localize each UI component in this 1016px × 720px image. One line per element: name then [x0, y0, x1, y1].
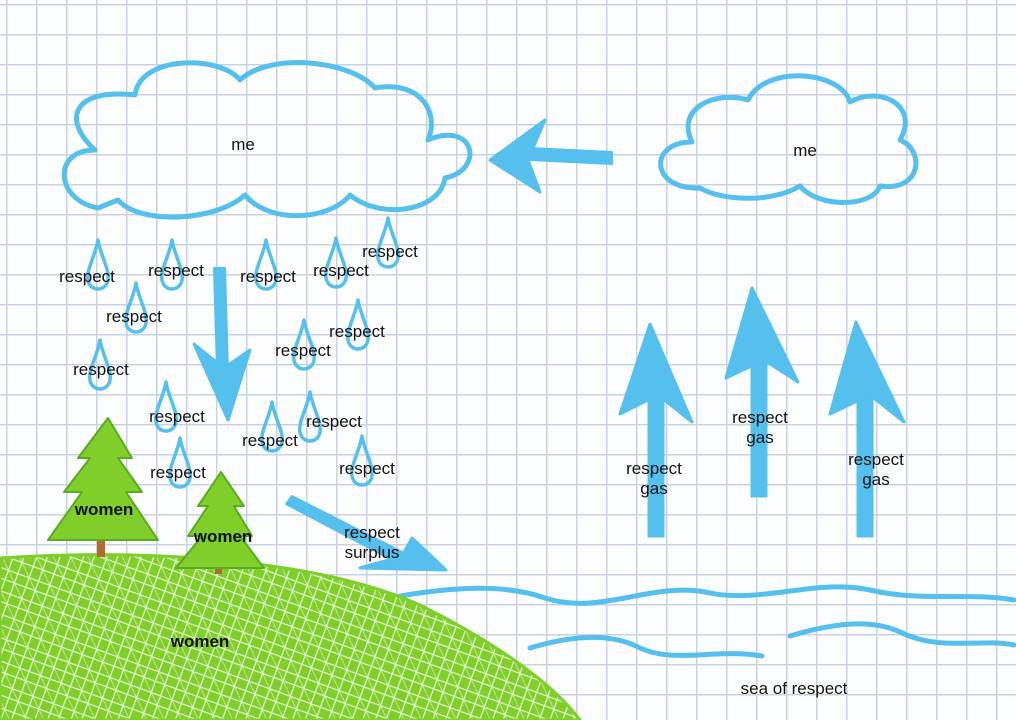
tree-right	[175, 471, 265, 574]
raindrop-icon	[350, 434, 374, 487]
raindrop-icon	[160, 238, 184, 291]
raindrop-icon	[254, 238, 278, 291]
arrow-up-gas-1	[618, 322, 694, 538]
tree-left	[47, 417, 159, 557]
raindrop-icon	[168, 436, 192, 489]
raindrop-label: respect	[275, 341, 331, 360]
gas-label: respect gas	[848, 450, 904, 490]
raindrop-label: respect	[106, 307, 162, 326]
sea-label: sea of respect	[740, 679, 848, 698]
cloud-left	[61, 60, 473, 220]
gas-label-line1: respect	[732, 408, 788, 427]
raindrop-label: respect	[242, 431, 298, 450]
raindrop-icon	[88, 338, 112, 391]
sea-waves	[375, 584, 1016, 659]
gas-label-line2: gas	[862, 470, 890, 489]
arrow-left-cloud-transfer	[488, 118, 613, 194]
gas-label-line2: gas	[746, 428, 774, 447]
raindrop-label: respect	[339, 459, 395, 478]
arrow-up-gas-3	[828, 320, 906, 538]
tree-left-label: women	[74, 500, 134, 519]
gas-label: respect gas	[732, 408, 788, 448]
raindrop-icon	[298, 390, 322, 443]
arrow-up-gas-2	[724, 286, 800, 498]
tree-right-label: women	[193, 527, 253, 546]
raindrop-icon	[376, 216, 400, 269]
surplus-label-line2: surplus	[344, 543, 400, 562]
raindrop-icon	[154, 380, 178, 433]
raindrop-icon	[346, 298, 370, 351]
grass-hill	[0, 553, 582, 720]
raindrop-label: respect	[240, 267, 296, 286]
surplus-label-line1: respect	[344, 523, 400, 542]
raindrop-label: respect	[306, 412, 362, 431]
raindrop-icon	[260, 400, 284, 453]
raindrop-icon	[86, 238, 110, 291]
raindrop-label: respect	[73, 360, 129, 379]
raindrop-label: respect	[59, 267, 115, 286]
gas-label-line2: gas	[640, 479, 668, 498]
raindrops	[86, 216, 400, 489]
raindrop-label: respect	[362, 242, 418, 261]
surplus-label: respect surplus	[344, 523, 400, 563]
raindrop-label: respect	[148, 261, 204, 280]
cloud-right	[658, 73, 919, 205]
raindrop-icon	[324, 236, 348, 289]
raindrop-label: respect	[329, 322, 385, 341]
gas-label-line1: respect	[626, 459, 682, 478]
gas-label: respect gas	[626, 459, 682, 499]
raindrop-label: respect	[149, 407, 205, 426]
cloud-right-label: me	[793, 141, 817, 160]
arrow-surplus	[285, 495, 448, 572]
gas-label-line1: respect	[848, 450, 904, 469]
arrow-down-rain	[192, 267, 252, 422]
cloud-left-label: me	[231, 135, 255, 154]
raindrop-label: respect	[313, 261, 369, 280]
raindrop-icon	[124, 281, 148, 334]
hill-label: women	[170, 632, 230, 651]
raindrop-label: respect	[150, 463, 206, 482]
raindrop-icon	[292, 318, 316, 371]
